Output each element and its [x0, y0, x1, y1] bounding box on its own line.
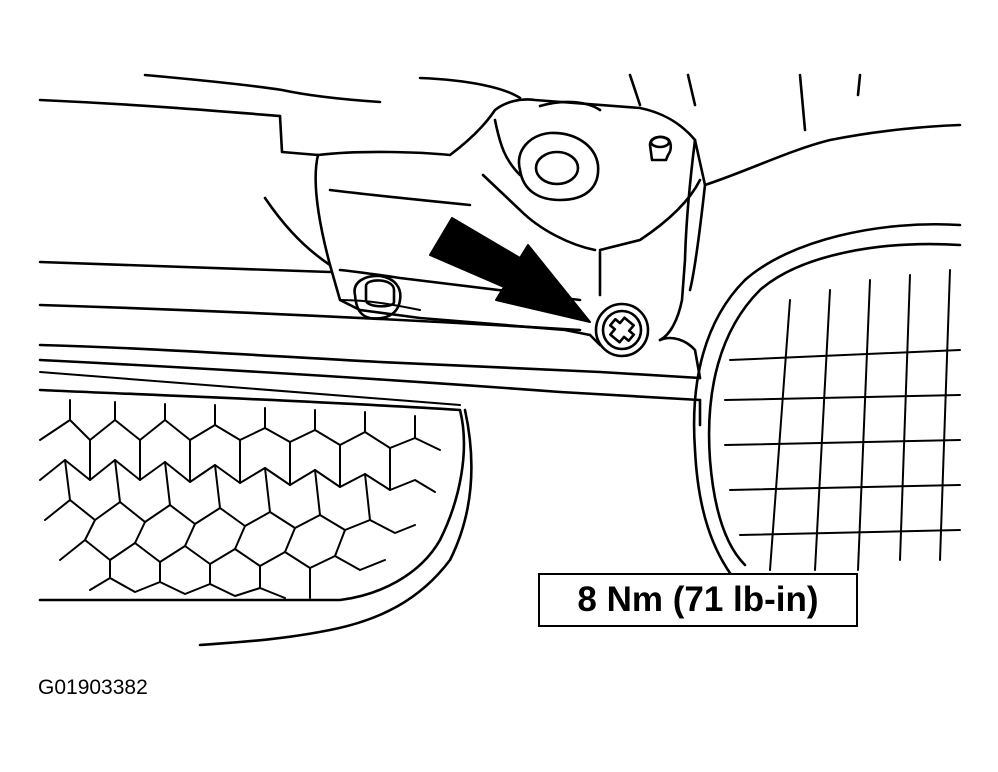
bumper-screw: [594, 302, 650, 358]
mounting-bracket: [314, 98, 962, 337]
locating-pin-upper: [648, 135, 673, 162]
bumper-cover: [38, 138, 702, 427]
pointer-arrow-icon: [429, 217, 591, 323]
torque-spec-label: 8 Nm (71 lb-in): [538, 573, 858, 627]
figure-id: G01903382: [38, 676, 148, 699]
bracket-boss: [517, 100, 602, 202]
locating-pin-lower: [353, 274, 402, 320]
honeycomb-mesh: [39, 399, 441, 599]
side-grille: [688, 183, 962, 582]
side-grille-mesh: [724, 269, 961, 571]
upper-body-panel: [38, 73, 862, 274]
torque-spec-text: 8 Nm (71 lb-in): [577, 580, 819, 619]
lower-grille: [38, 371, 473, 647]
